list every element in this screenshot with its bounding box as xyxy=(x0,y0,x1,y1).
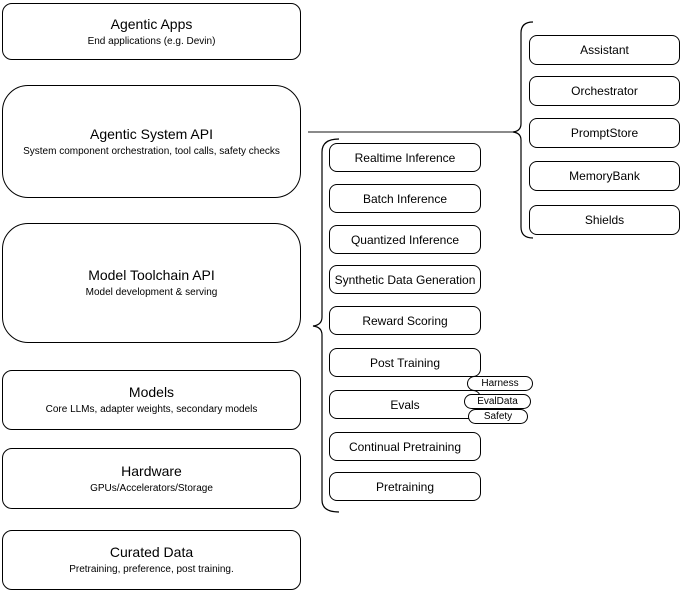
node-post-training: Post Training xyxy=(329,348,481,377)
pill-safety: Safety xyxy=(468,409,528,424)
node-agentic-apps: Agentic Apps End applications (e.g. Devi… xyxy=(2,3,301,60)
node-title: Agentic Apps xyxy=(110,15,193,32)
node-batch-inference: Batch Inference xyxy=(329,184,481,213)
node-continual-pretraining: Continual Pretraining xyxy=(329,432,481,461)
node-reward-scoring: Reward Scoring xyxy=(329,306,481,335)
node-label: Orchestrator xyxy=(571,84,638,98)
pill-label: Harness xyxy=(481,378,519,389)
node-quantized-inference: Quantized Inference xyxy=(329,225,481,254)
node-orchestrator: Orchestrator xyxy=(529,76,680,106)
node-label: MemoryBank xyxy=(569,169,640,183)
node-agentic-system-api: Agentic System API System component orch… xyxy=(2,85,301,198)
node-label: Batch Inference xyxy=(362,191,448,206)
node-label: Realtime Inference xyxy=(354,150,456,165)
node-title: Model Toolchain API xyxy=(88,267,215,283)
node-subtitle: Pretraining, preference, post training. xyxy=(69,564,234,575)
node-subtitle: Model development & serving xyxy=(85,287,218,298)
node-title: Hardware xyxy=(121,462,182,479)
node-subtitle: GPUs/Accelerators/Storage xyxy=(90,482,213,494)
toolchain-brace xyxy=(312,138,340,513)
node-label: Quantized Inference xyxy=(350,232,460,247)
node-title: Models xyxy=(128,384,175,400)
node-curated-data: Curated Data Pretraining, preference, po… xyxy=(2,530,301,590)
node-label: Reward Scoring xyxy=(362,313,448,328)
pill-label: EvalData xyxy=(477,396,518,407)
node-realtime-inference: Realtime Inference xyxy=(329,143,481,172)
node-hardware: Hardware GPUs/Accelerators/Storage xyxy=(2,448,301,509)
node-label: Post Training xyxy=(369,355,441,370)
node-subtitle: System component orchestration, tool cal… xyxy=(23,145,280,157)
node-label: Continual Pretraining xyxy=(348,439,462,454)
node-subtitle: Core LLMs, adapter weights, secondary mo… xyxy=(45,404,258,415)
node-synthetic-data-generation: Synthetic Data Generation xyxy=(329,265,481,294)
pill-evaldata: EvalData xyxy=(464,394,531,409)
node-title: Agentic System API xyxy=(90,125,213,142)
node-memorybank: MemoryBank xyxy=(529,161,680,191)
node-evals: Evals xyxy=(329,390,481,419)
node-promptstore: PromptStore xyxy=(529,118,680,148)
node-assistant: Assistant xyxy=(529,35,680,65)
node-models: Models Core LLMs, adapter weights, secon… xyxy=(2,370,301,430)
node-label: Synthetic Data Generation xyxy=(334,272,476,287)
pill-harness: Harness xyxy=(467,376,533,391)
node-label: Assistant xyxy=(580,43,629,57)
pill-label: Safety xyxy=(483,411,513,422)
node-label: Shields xyxy=(584,213,625,227)
node-model-toolchain-api: Model Toolchain API Model development & … xyxy=(2,223,301,343)
node-pretraining: Pretraining xyxy=(329,472,481,501)
node-label: PromptStore xyxy=(570,126,639,140)
node-shields: Shields xyxy=(529,205,680,235)
node-label: Evals xyxy=(390,397,420,412)
node-label: Pretraining xyxy=(375,479,435,494)
node-subtitle: End applications (e.g. Devin) xyxy=(87,35,216,47)
node-title: Curated Data xyxy=(109,544,194,560)
